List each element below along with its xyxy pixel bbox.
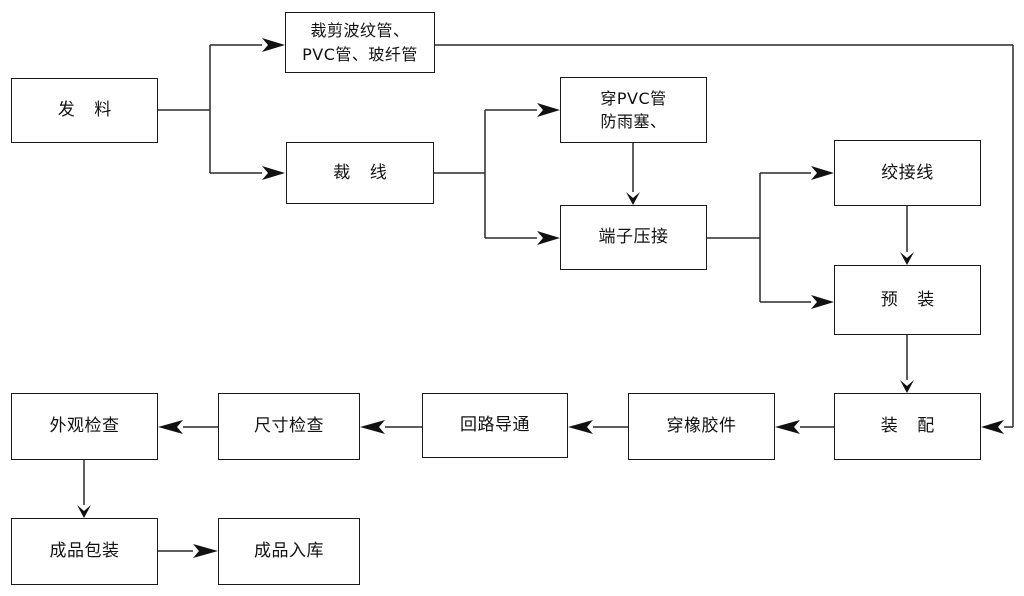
arrow-to-zhuangpei-top xyxy=(900,380,914,393)
node-label: 穿PVC管 防雨塞、 xyxy=(600,88,667,131)
node-label: 裁剪波纹管、 PVC管、玻纤管 xyxy=(302,21,418,64)
arrow-to-chuanpvc xyxy=(537,103,560,117)
node-label: 裁 线 xyxy=(333,162,394,183)
node-label: 外观检查 xyxy=(49,416,120,437)
arrow-to-chicun xyxy=(360,420,385,434)
node-cai-jian-bo-wen-guan[interactable]: 裁剪波纹管、 PVC管、玻纤管 xyxy=(285,12,435,73)
arrow-to-chuanxiang xyxy=(775,420,800,434)
node-chi-cun-jian-cha[interactable]: 尺寸检查 xyxy=(218,393,360,460)
arrow-to-jiaojiexian xyxy=(811,166,834,180)
node-label: 穿橡胶件 xyxy=(666,416,737,437)
node-duan-zi-ya-jie[interactable]: 端子压接 xyxy=(560,205,707,270)
node-hui-lu-dao-tong[interactable]: 回路导通 xyxy=(422,393,568,458)
arrow-to-waiguan xyxy=(158,420,183,434)
node-label: 回路导通 xyxy=(460,415,530,436)
node-cai-xian[interactable]: 裁 线 xyxy=(286,142,434,204)
arrow-to-caixian xyxy=(262,166,285,180)
node-cheng-pin-bao-zhuang[interactable]: 成品包装 xyxy=(11,518,158,585)
node-label: 装 配 xyxy=(880,416,942,437)
arrow-to-caijianguan xyxy=(262,38,285,52)
node-label: 发 料 xyxy=(57,100,119,121)
node-label: 成品入库 xyxy=(254,541,324,562)
arrow-to-chengpinbaozhuang xyxy=(77,505,91,518)
node-chuan-pvc-guan[interactable]: 穿PVC管 防雨塞、 xyxy=(560,77,707,143)
node-yu-zhuang[interactable]: 预 装 xyxy=(834,265,981,335)
node-label: 成品包装 xyxy=(49,541,120,562)
arrow-into-zhuangpei-right xyxy=(981,420,1004,434)
arrow-to-yuzhuang-top xyxy=(900,252,914,265)
node-wai-guan-jian-cha[interactable]: 外观检查 xyxy=(11,393,158,460)
node-zhuang-pei[interactable]: 装 配 xyxy=(834,393,981,460)
node-cheng-pin-ru-ku[interactable]: 成品入库 xyxy=(218,518,360,585)
node-label: 尺寸检查 xyxy=(254,416,324,437)
node-jiao-jie-xian[interactable]: 绞接线 xyxy=(834,140,981,206)
arrow-to-yuzhuang-left xyxy=(811,295,834,309)
node-label: 端子压接 xyxy=(598,227,669,248)
node-chuan-xiang-jiao-jian[interactable]: 穿橡胶件 xyxy=(628,393,775,460)
node-label: 绞接线 xyxy=(881,162,934,183)
arrow-to-huilu xyxy=(568,420,593,434)
node-label: 预 装 xyxy=(880,289,942,310)
arrow-to-chengpinruku xyxy=(193,544,218,558)
arrow-to-duanzi-top xyxy=(626,192,640,205)
arrow-to-duanzi-left xyxy=(537,231,560,245)
node-fa-liao[interactable]: 发 料 xyxy=(11,78,158,143)
